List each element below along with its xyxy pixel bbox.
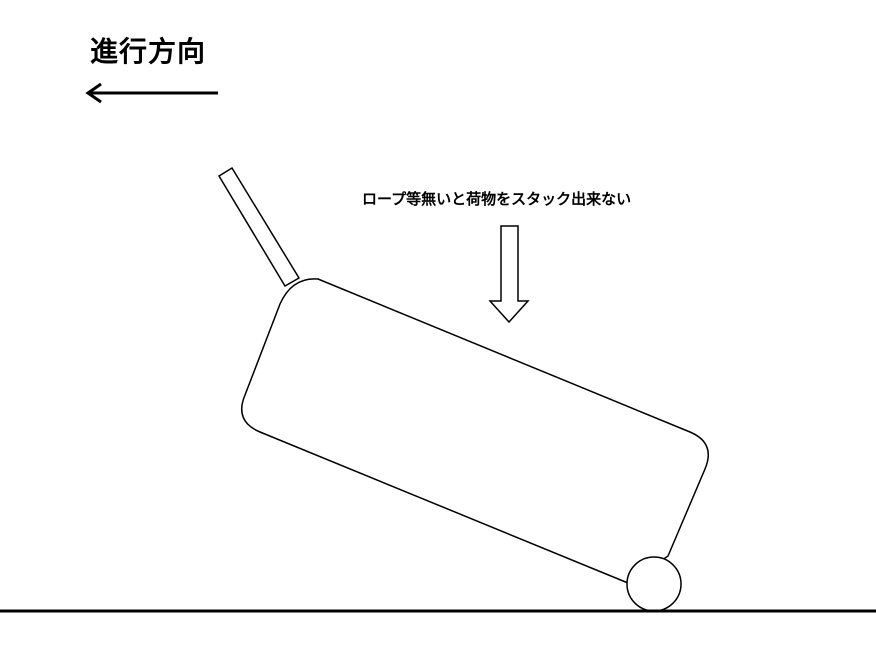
cart-wheel <box>626 556 682 612</box>
direction-label: 進行方向 <box>90 35 207 68</box>
down-arrow-icon <box>488 225 530 324</box>
annotation-text: ロープ等無いと荷物をスタック出来ない <box>362 190 632 208</box>
left-arrow-icon <box>85 82 218 104</box>
cart-body <box>241 278 709 584</box>
cart-handle <box>217 166 301 288</box>
